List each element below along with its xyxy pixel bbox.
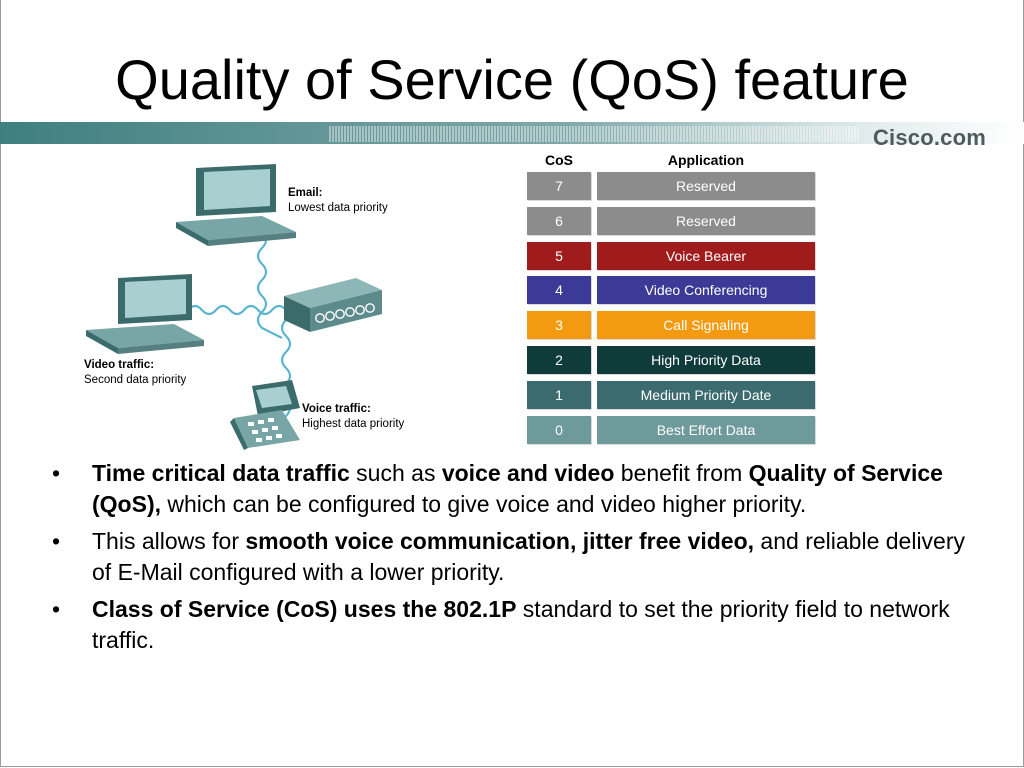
cisco-brand-text[interactable]: Cisco.com [872, 125, 986, 150]
laptop-icon [176, 164, 296, 246]
laptop-icon [86, 274, 204, 354]
application-cell: Video Conferencing [597, 276, 815, 305]
video-label-title: Video traffic: [84, 359, 155, 371]
bullet-text: which can be configured to give voice an… [161, 491, 807, 517]
link-email-switch [256, 231, 283, 339]
video-label-desc: Second data priority [84, 374, 187, 386]
bullet-dot: • [52, 596, 61, 622]
cos-value-cell: 4 [527, 276, 591, 305]
cos-header: CoS [545, 152, 573, 168]
brand-bar [0, 120, 1024, 154]
bullet-bold-text: smooth voice communication, jitter free … [245, 528, 755, 554]
application-cell: Medium Priority Date [597, 380, 815, 409]
cos-value-cell: 0 [527, 415, 591, 444]
link-video-switch [187, 304, 287, 316]
bullet-item: • Time critical data traffic such as voi… [52, 458, 982, 520]
application-header: Application [667, 152, 745, 168]
cos-value-cell: 2 [527, 345, 591, 374]
slide-title: Quality of Service (QoS) feature [115, 48, 909, 111]
email-label-desc: Lowest data priority [288, 202, 388, 214]
network-diagram-svg [86, 164, 382, 450]
bullet-dot: • [52, 528, 61, 554]
bullet-text: benefit from [614, 460, 749, 486]
cos-value-cell: 1 [527, 380, 591, 409]
network-diagram: Email: Lowest data priority Video traffi… [0, 150, 520, 450]
bullet-item: • Class of Service (CoS) uses the 802.1P… [52, 594, 982, 656]
bullet-bold-text: voice and video [441, 460, 615, 486]
application-cell: High Priority Data [597, 345, 815, 374]
application-cell: Reserved [597, 172, 815, 200]
application-cell: Best Effort Data [597, 415, 815, 444]
bullet-bold-text: Class of Service (CoS) uses the 802.1P [92, 596, 517, 622]
voice-label: Voice traffic: Highest data priority [302, 402, 404, 432]
voice-label-desc: Highest data priority [302, 418, 405, 430]
bullet-text: and reliable delivery of E-Mail configur… [92, 528, 965, 585]
bullet-list: • Time critical data traffic such as voi… [52, 458, 982, 662]
bullet-text: such as [349, 460, 442, 486]
bullet-bold-text: Time critical data traffic [92, 460, 350, 486]
cos-value-cell: 7 [527, 172, 591, 200]
application-cell: Reserved [597, 206, 815, 235]
voice-label-title: Voice traffic: [302, 403, 371, 415]
bullet-text: This allows for [92, 528, 246, 554]
cos-value-cell: 3 [527, 311, 591, 340]
cos-table-header: CoS Application [527, 152, 817, 172]
brand-stripe [0, 122, 1024, 144]
bullet-bold-text: Quality of Service (QoS), [92, 460, 943, 517]
email-label: Email: Lowest data priority [288, 186, 388, 216]
video-label: Video traffic: Second data priority [84, 358, 186, 388]
cos-value-cell: 5 [527, 241, 591, 270]
application-cell: Call Signaling [597, 311, 815, 340]
bullet-item: • This allows for smooth voice communica… [52, 526, 982, 588]
cos-value-cell: 6 [527, 206, 591, 235]
switch-icon [284, 278, 382, 332]
bullet-text: standard to set the priority field to ne… [92, 596, 950, 653]
bullet-dot: • [52, 460, 61, 486]
email-label-title: Email: [288, 187, 323, 199]
ip-phone-icon [230, 380, 300, 450]
application-cell: Voice Bearer [597, 241, 815, 270]
